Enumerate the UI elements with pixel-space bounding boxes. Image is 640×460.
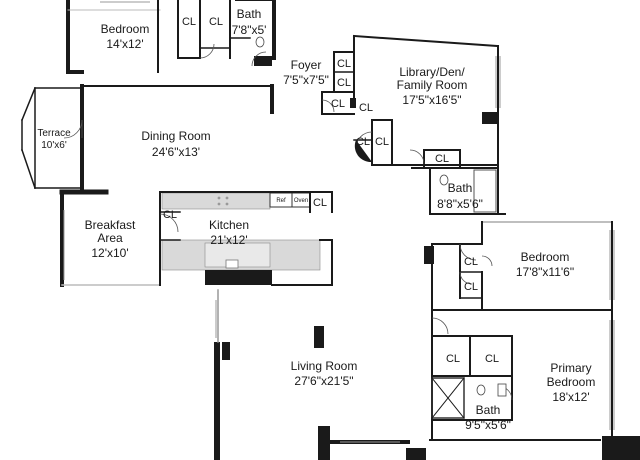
- terrace-name: Terrace: [37, 128, 71, 139]
- closet-labels: CL CL CL CL CL CL CL CL CL CL CL CL CL C…: [163, 16, 499, 365]
- closet-label: CL: [313, 197, 327, 209]
- living-dim: 27'6"x21'5": [294, 374, 353, 388]
- closet-label: CL: [435, 153, 449, 165]
- closet-label: CL: [356, 136, 370, 148]
- windows: [63, 1, 615, 443]
- closet-label: CL: [485, 353, 499, 365]
- cooktop: [217, 196, 229, 206]
- closet-label: CL: [464, 256, 478, 268]
- walls: [21, 0, 640, 460]
- breakfast-name-2: Area: [97, 231, 123, 245]
- closet-label: CL: [446, 353, 460, 365]
- room-labels: Bedroom 14'x12' Bath 7'8"x5' Foyer 7'5"x…: [37, 7, 595, 432]
- primary-name-1: Primary: [550, 361, 591, 375]
- closet-label: CL: [337, 77, 351, 89]
- refrigerator-label: Ref: [276, 198, 286, 204]
- kitchen-sink: [225, 259, 239, 269]
- dining-name: Dining Room: [141, 129, 210, 143]
- closet-label: CL: [375, 136, 389, 148]
- foyer-dim: 7'5"x7'5": [283, 73, 329, 87]
- closet-label: CL: [163, 209, 177, 221]
- closet-label: CL: [209, 16, 223, 28]
- library-name-2: Family Room: [397, 78, 468, 92]
- bath-top-name: Bath: [237, 7, 262, 21]
- closet-label: CL: [337, 58, 351, 70]
- foyer-name: Foyer: [291, 58, 322, 72]
- toilets: [255, 36, 507, 397]
- bedroom-right-dim: 17'8"x11'6": [516, 265, 574, 279]
- kitchen-dim: 21'x12': [210, 233, 247, 247]
- primary-name-2: Bedroom: [547, 375, 596, 389]
- bath-mid-name: Bath: [448, 181, 473, 195]
- library-dim: 17'5"x16'5": [402, 93, 461, 107]
- bedroom-top-dim: 14'x12': [106, 37, 143, 51]
- oven-label: Oven: [294, 198, 308, 204]
- closet-label: CL: [359, 102, 373, 114]
- library-name-1: Library/Den/: [399, 65, 465, 79]
- bath-top-dim: 7'8"x5': [232, 23, 267, 37]
- kitchen-name: Kitchen: [209, 218, 249, 232]
- primary-dim: 18'x12': [552, 390, 589, 404]
- bedroom-top-name: Bedroom: [101, 22, 150, 36]
- bath-mid-dim: 8'8"x5'6": [437, 197, 483, 211]
- living-name: Living Room: [291, 359, 358, 373]
- closet-label: CL: [182, 16, 196, 28]
- closet-label: CL: [464, 281, 478, 293]
- terrace-dim: 10'x6': [41, 140, 67, 151]
- dining-dim: 24'6"x13': [152, 145, 200, 159]
- closet-label: CL: [331, 98, 345, 110]
- bedroom-right-name: Bedroom: [521, 250, 570, 264]
- closet-arc-door: [354, 140, 372, 163]
- bath-bottom-dim: 9'5"x5'6": [465, 418, 511, 432]
- bath-bottom-name: Bath: [476, 403, 501, 417]
- doors: [63, 43, 513, 401]
- breakfast-name-1: Breakfast: [85, 218, 136, 232]
- breakfast-dim: 12'x10': [91, 246, 128, 260]
